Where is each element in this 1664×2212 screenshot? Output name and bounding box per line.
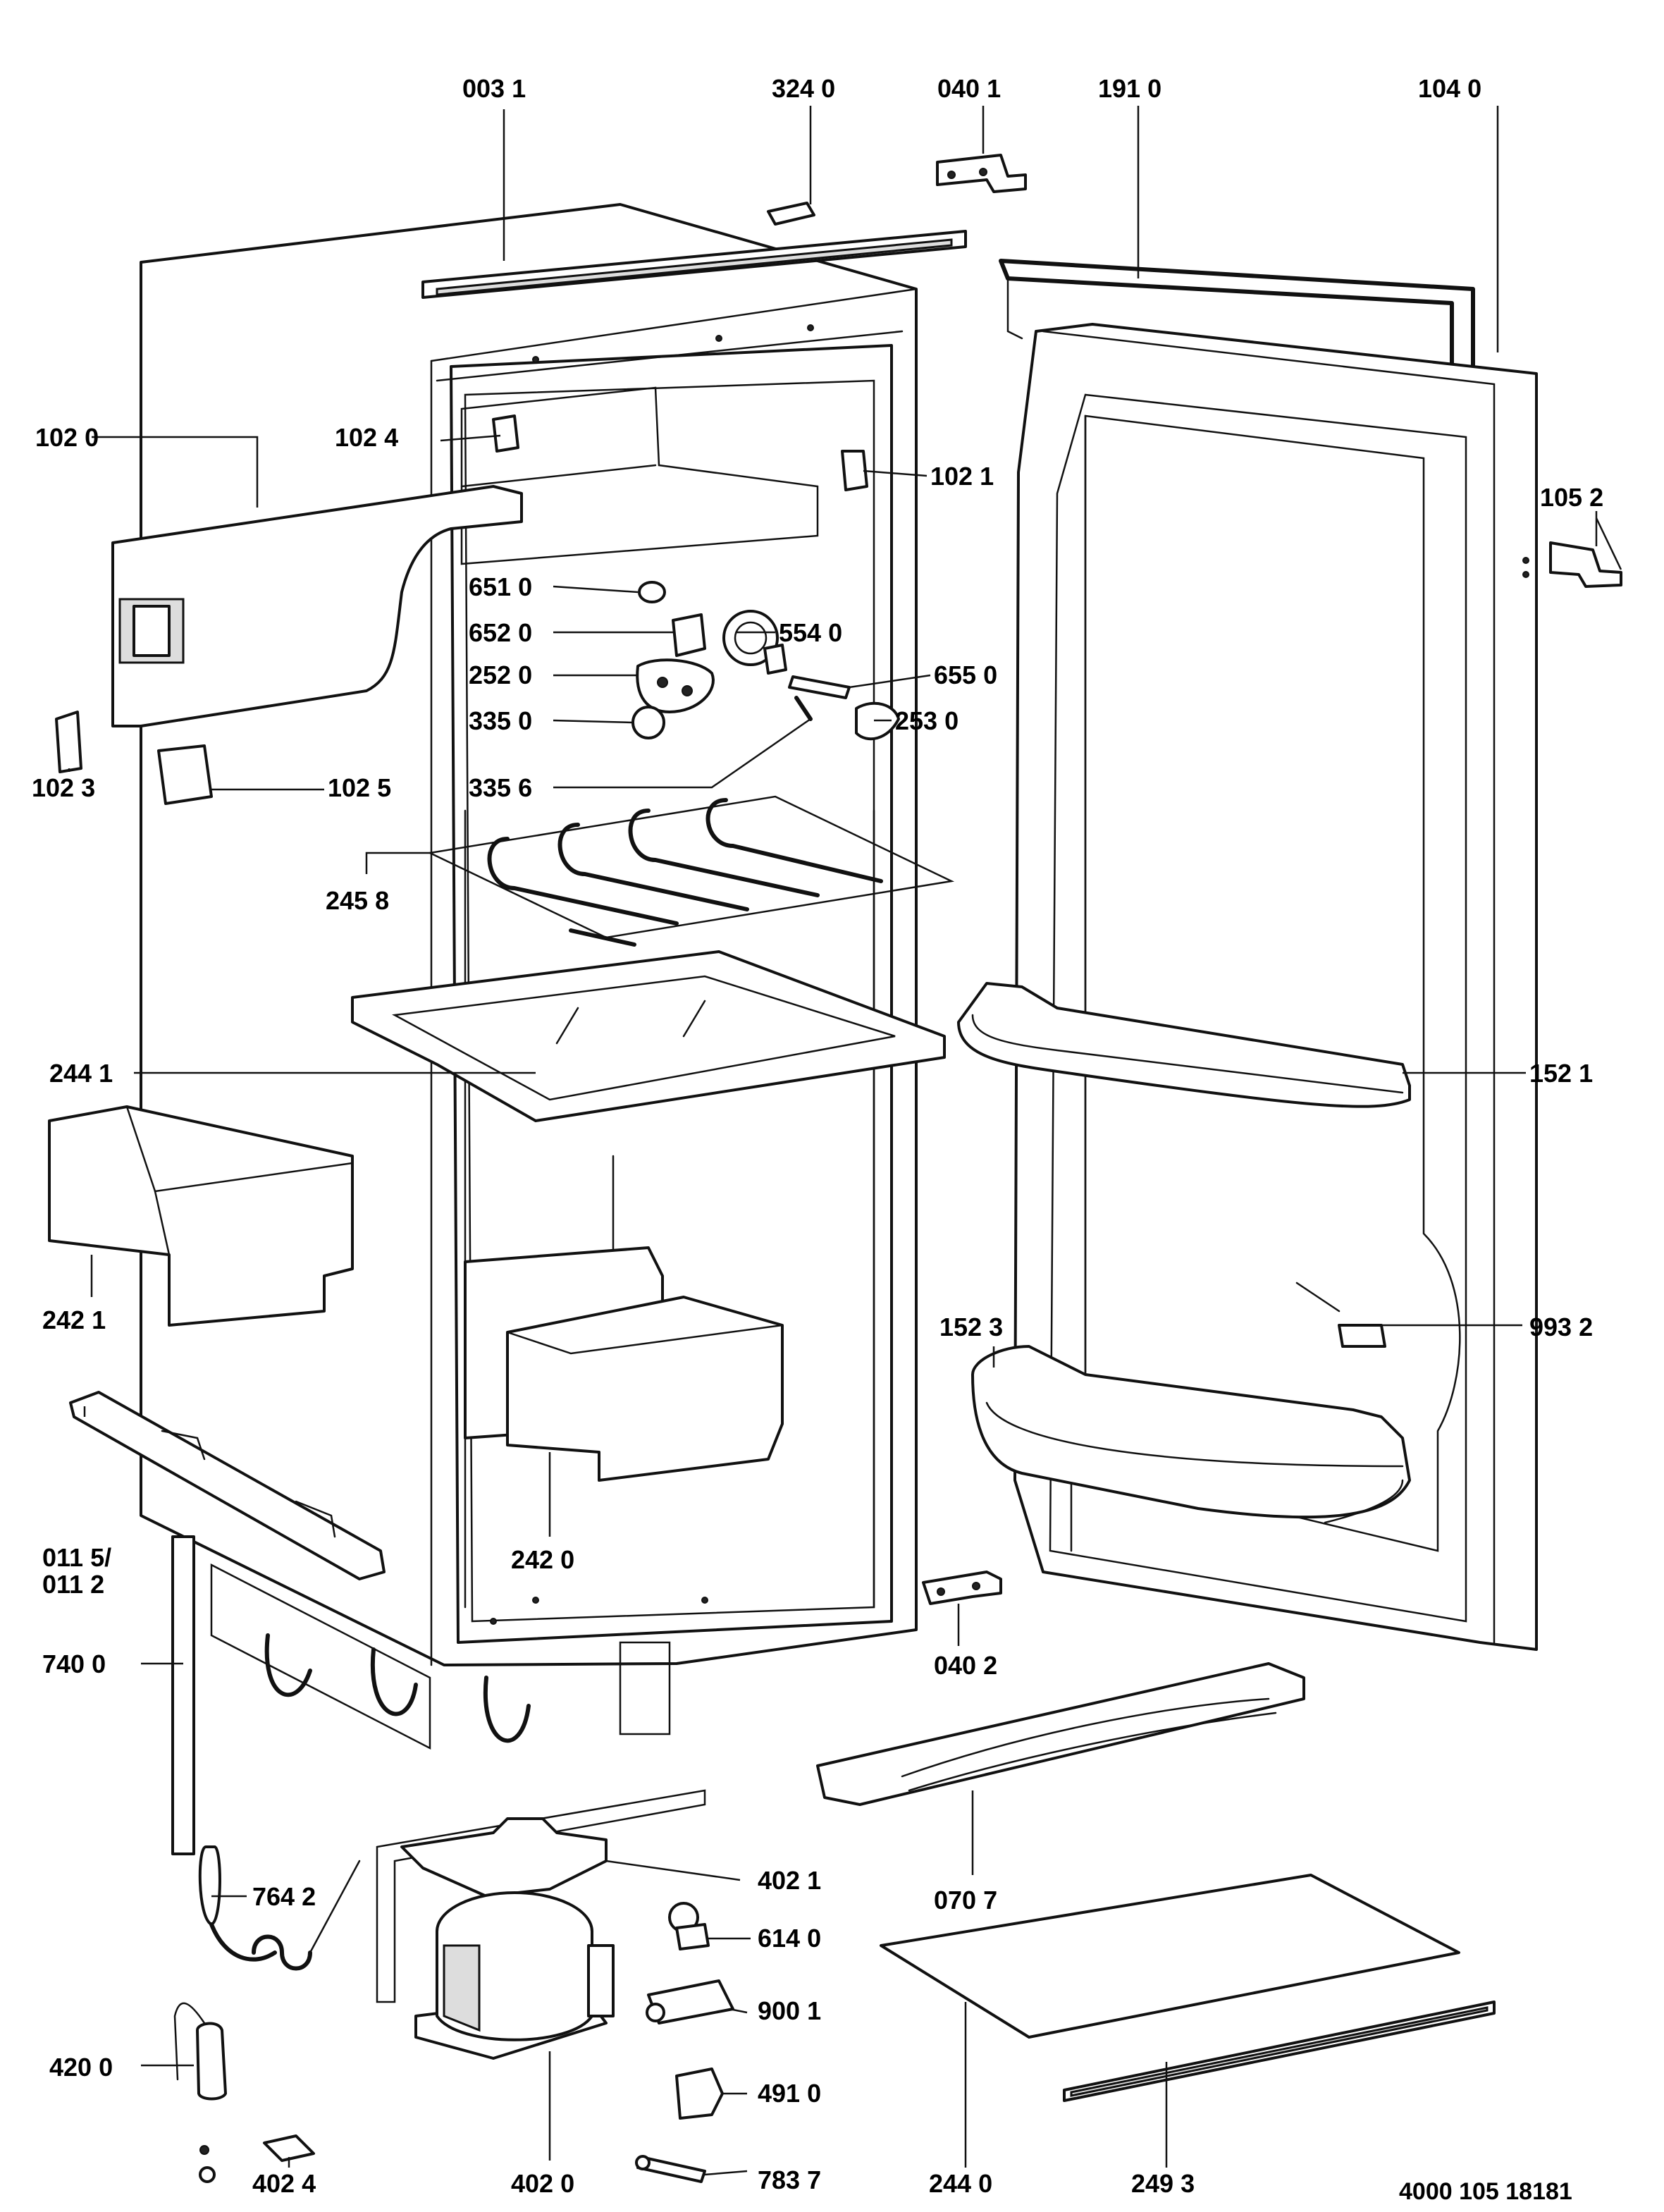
label-900-1: 900 1 bbox=[758, 1996, 821, 2025]
evaporator-coil bbox=[426, 795, 955, 947]
bottom-hinge bbox=[922, 1571, 1002, 1605]
side-cover bbox=[111, 485, 523, 727]
hinge-pin bbox=[55, 711, 82, 773]
label-244-0: 244 0 bbox=[929, 2169, 992, 2198]
label-249-3: 249 3 bbox=[1131, 2169, 1195, 2198]
label-102-3: 102 3 bbox=[32, 773, 95, 802]
label-420-0: 420 0 bbox=[49, 2053, 113, 2082]
label-335-0: 335 0 bbox=[469, 706, 532, 735]
label-783-7: 783 7 bbox=[758, 2165, 821, 2194]
filter-drier bbox=[198, 1845, 361, 1971]
lower-hinge-pin bbox=[1522, 541, 1622, 588]
label-102-0: 102 0 bbox=[35, 423, 99, 452]
top-rail bbox=[421, 230, 967, 299]
inner-drawer bbox=[464, 1246, 784, 1482]
label-993-2: 993 2 bbox=[1529, 1313, 1593, 1341]
label-105-2: 105 2 bbox=[1540, 483, 1603, 512]
thermostat-assembly bbox=[631, 581, 900, 741]
label-554-0: 554 0 bbox=[779, 618, 842, 647]
door-shelf-upper bbox=[957, 982, 1411, 1108]
label-652-0: 652 0 bbox=[469, 618, 532, 647]
label-764-2: 764 2 bbox=[252, 1882, 316, 1911]
relay-cover bbox=[675, 2067, 724, 2120]
glass-shelf bbox=[351, 950, 946, 1122]
wire-lead bbox=[635, 2155, 706, 2183]
left-drawer bbox=[48, 1105, 354, 1327]
capacitor bbox=[173, 2002, 227, 2183]
trim-strip bbox=[1063, 2001, 1496, 2102]
decor-strip bbox=[816, 1662, 1305, 1806]
callout-labels: 003 1 324 0 040 1 191 0 104 0 102 0 102 … bbox=[32, 74, 1603, 2205]
label-152-3: 152 3 bbox=[939, 1313, 1003, 1341]
label-655-0: 655 0 bbox=[934, 660, 997, 689]
condenser bbox=[171, 1535, 671, 1855]
label-102-4: 102 4 bbox=[335, 423, 398, 452]
label-152-1: 152 1 bbox=[1529, 1059, 1593, 1088]
start-relay bbox=[668, 1902, 710, 1950]
label-614-0: 614 0 bbox=[758, 1924, 821, 1953]
label-491-0: 491 0 bbox=[758, 2079, 821, 2108]
label-245-8: 245 8 bbox=[326, 886, 389, 915]
label-402-4: 402 4 bbox=[252, 2169, 316, 2198]
clip-part bbox=[767, 202, 815, 226]
label-242-0: 242 0 bbox=[511, 1545, 574, 1574]
label-324-0: 324 0 bbox=[772, 74, 835, 103]
door bbox=[1013, 323, 1538, 1651]
label-244-1: 244 1 bbox=[49, 1059, 113, 1088]
label-104-0: 104 0 bbox=[1418, 74, 1481, 103]
mounting-clip bbox=[263, 2134, 315, 2162]
door-switch bbox=[1295, 1282, 1386, 1348]
document-number: 4000 105 18181 bbox=[1399, 2178, 1572, 2205]
freezer-clip bbox=[492, 414, 519, 453]
base-grille bbox=[69, 1391, 386, 1580]
label-011-2: 011 2 bbox=[42, 1570, 104, 1599]
label-003-1: 003 1 bbox=[462, 74, 526, 103]
door-panel bbox=[880, 1874, 1460, 2039]
leader-lines bbox=[68, 106, 1622, 2176]
label-402-1: 402 1 bbox=[758, 1866, 821, 1895]
door-shelf-lower bbox=[971, 1345, 1411, 1524]
label-040-1: 040 1 bbox=[937, 74, 1001, 103]
label-242-1: 242 1 bbox=[42, 1305, 106, 1334]
label-070-7: 070 7 bbox=[934, 1886, 997, 1915]
compressor bbox=[376, 1789, 706, 2060]
label-740-0: 740 0 bbox=[42, 1649, 106, 1678]
label-102-5: 102 5 bbox=[328, 773, 391, 802]
latch-part bbox=[841, 450, 868, 491]
label-651-0: 651 0 bbox=[469, 572, 532, 601]
label-011-5: 011 5/ bbox=[42, 1543, 111, 1572]
label-191-0: 191 0 bbox=[1098, 74, 1161, 103]
overload-protector bbox=[646, 1979, 734, 2024]
label-402-0: 402 0 bbox=[511, 2169, 574, 2198]
upper-hinge bbox=[936, 154, 1027, 193]
label-253-0: 253 0 bbox=[895, 706, 959, 735]
corner-block bbox=[157, 744, 213, 805]
label-102-1: 102 1 bbox=[930, 462, 994, 491]
label-335-6: 335 6 bbox=[469, 773, 532, 802]
label-040-2: 040 2 bbox=[934, 1651, 997, 1680]
label-252-0: 252 0 bbox=[469, 660, 532, 689]
